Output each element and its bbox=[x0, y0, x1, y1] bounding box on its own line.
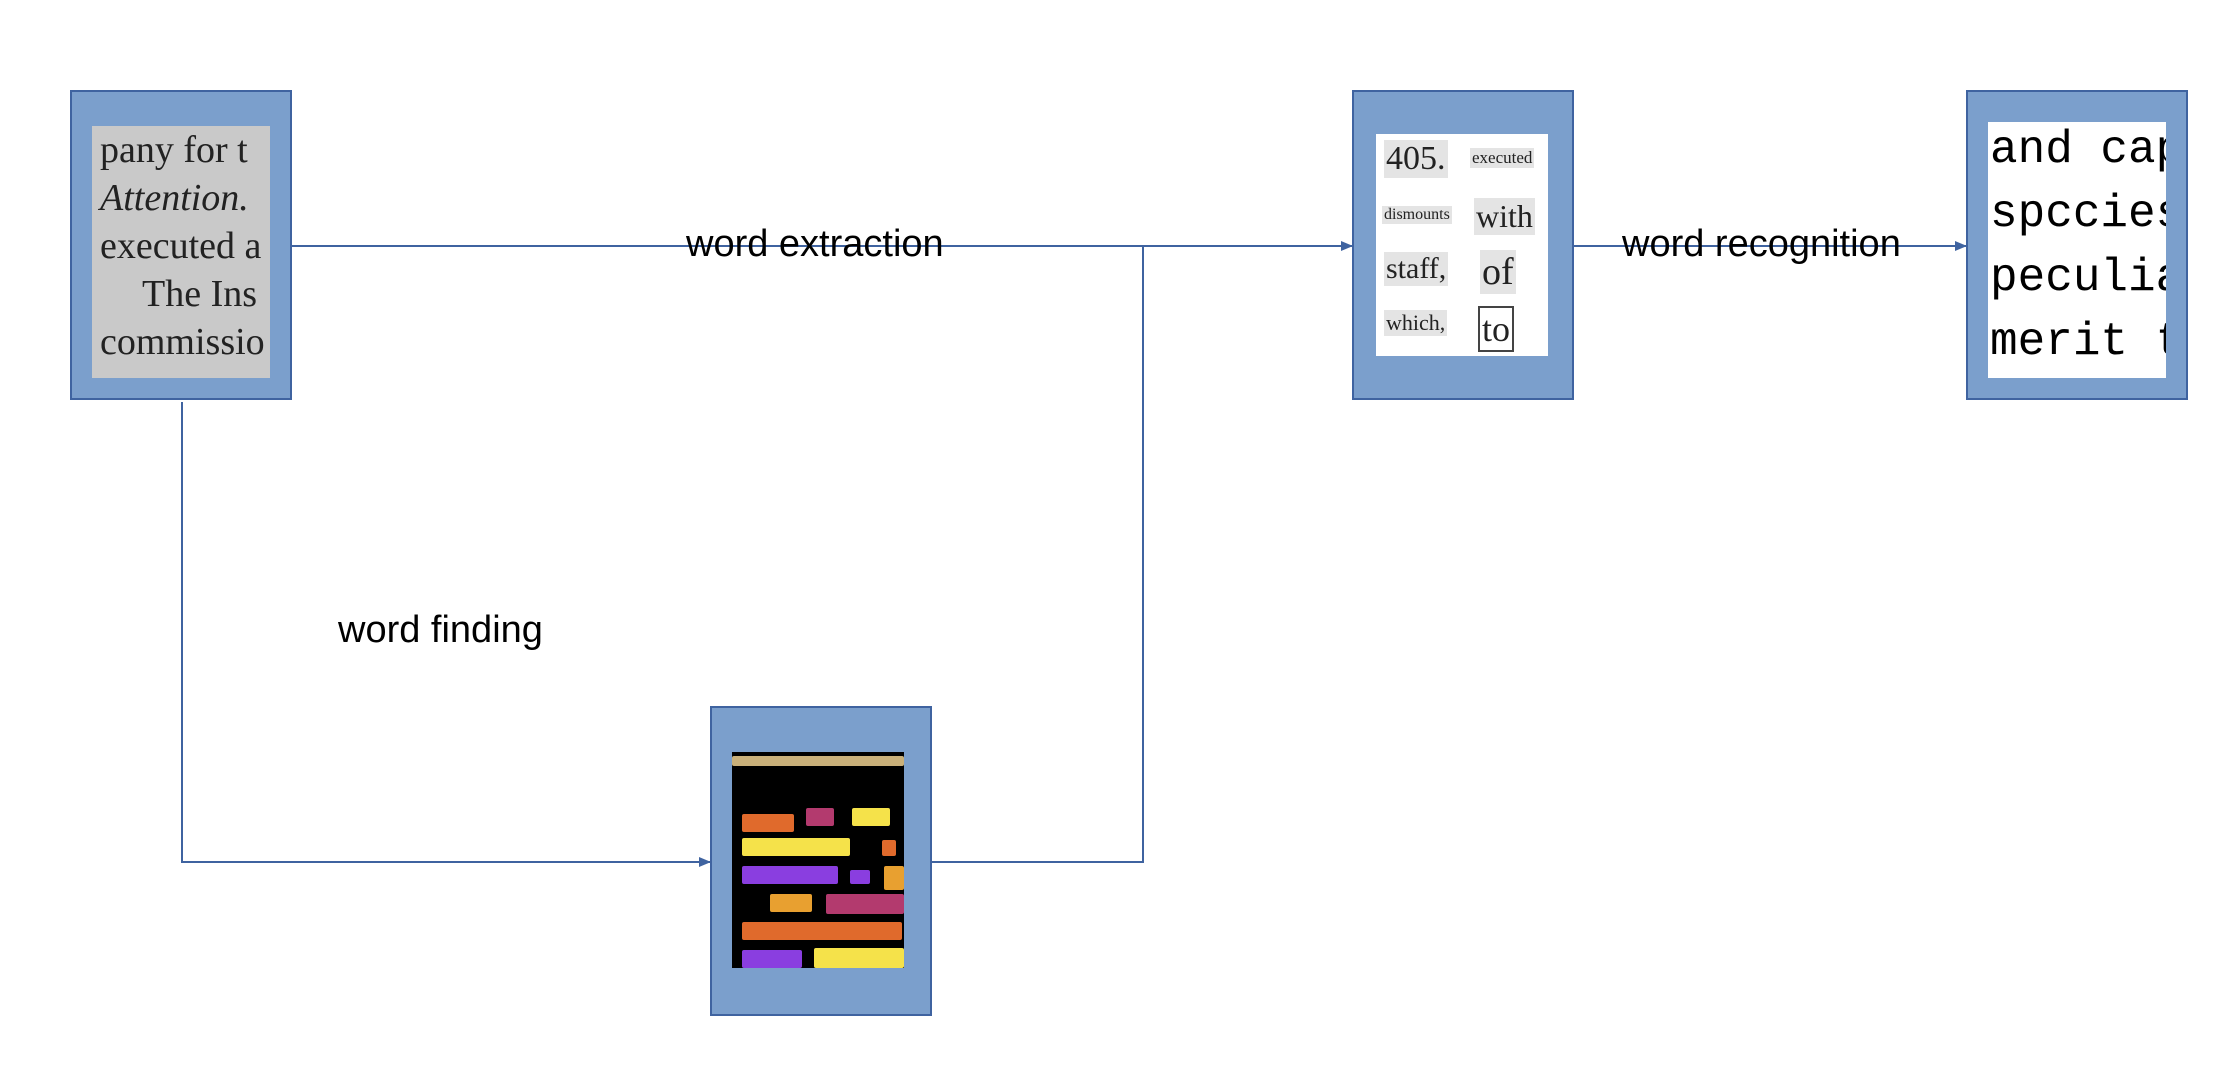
scan-text-line: executed a bbox=[100, 225, 262, 267]
segment bbox=[826, 894, 904, 914]
scan-text-line: Attention. bbox=[100, 177, 249, 219]
recognized-text-line: and capa bbox=[1990, 124, 2166, 176]
word-crops-image: 405. executed dismounts with staff, of w… bbox=[1376, 134, 1548, 356]
segment bbox=[852, 808, 890, 826]
recognized-text-node: and capa spccies peculiar merit th bbox=[1966, 90, 2188, 400]
recognized-text-line: merit th bbox=[1990, 316, 2166, 368]
scan-text-line: commissio bbox=[100, 321, 265, 363]
label-word-finding: word finding bbox=[338, 609, 543, 651]
segmentation-node bbox=[710, 706, 932, 1016]
source-image-node: pany for t Attention. executed a The Ins… bbox=[70, 90, 292, 400]
header-strip bbox=[732, 756, 904, 766]
segment bbox=[770, 894, 812, 912]
segment bbox=[742, 922, 902, 940]
word-segmentation-map bbox=[732, 752, 904, 968]
word-crops-node: 405. executed dismounts with staff, of w… bbox=[1352, 90, 1574, 400]
recognized-text-line: spccies bbox=[1990, 188, 2166, 240]
segment bbox=[884, 866, 904, 890]
segment bbox=[882, 840, 896, 856]
word-crop: 405. bbox=[1384, 140, 1448, 178]
recognized-text-line: peculiar bbox=[1990, 252, 2166, 304]
word-crop: executed bbox=[1470, 148, 1535, 168]
word-crop: which, bbox=[1384, 310, 1448, 336]
word-crop: to bbox=[1478, 306, 1515, 352]
recognized-text-output: and capa spccies peculiar merit th bbox=[1988, 122, 2166, 378]
segment bbox=[742, 814, 794, 832]
arrow-word-finding bbox=[181, 402, 711, 867]
word-crop: staff, bbox=[1384, 252, 1449, 286]
label-word-recognition: word recognition bbox=[1622, 223, 1901, 265]
word-crop: with bbox=[1474, 198, 1535, 235]
connector-segmentation-to-extraction bbox=[932, 246, 1144, 863]
segment bbox=[742, 866, 838, 884]
scan-text-line: The Ins bbox=[142, 273, 258, 315]
segment bbox=[742, 838, 850, 856]
source-scan-image: pany for t Attention. executed a The Ins… bbox=[92, 126, 270, 378]
segment bbox=[814, 948, 904, 968]
scan-text-line: pany for t bbox=[100, 129, 248, 171]
segment bbox=[850, 870, 870, 884]
label-word-extraction: word extraction bbox=[686, 223, 944, 265]
segment bbox=[806, 808, 834, 826]
segment bbox=[742, 950, 802, 968]
word-crop: dismounts bbox=[1382, 206, 1452, 224]
word-crop: of bbox=[1480, 250, 1516, 294]
